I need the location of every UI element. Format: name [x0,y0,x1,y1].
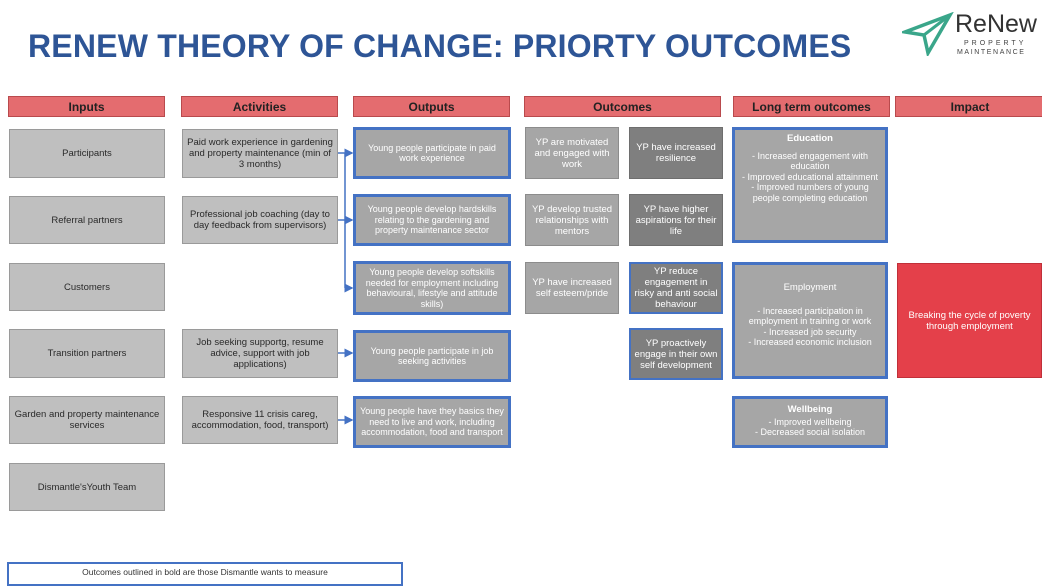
long-term-education-title: Education [787,133,833,144]
legend-note: Outcomes outlined in bold are those Dism… [7,562,403,586]
outcome-reduce-risky-behaviour: YP reduce engagement in risky and anti s… [629,262,723,314]
long-term-wellbeing-title: Wellbeing [787,404,833,415]
input-customers: Customers [9,263,165,311]
long-term-employment-item: - Increased job security [763,326,857,337]
activity-job-coaching: Professional job coaching (day to day fe… [182,196,338,244]
long-term-education-item: - Improved numbers of young people compl… [751,182,869,203]
logo-subtitle-2: MAINTENANCE [957,49,1026,56]
input-transition-partners: Transition partners [9,329,165,378]
page-title: RENEW THEORY OF CHANGE: PRIORTY OUTCOMES [28,28,852,64]
activity-crisis-care: Responsive 11 crisis careg, accommodatio… [182,396,338,444]
long-term-employment: Employment - Increased participation in … [732,262,888,379]
input-youth-team: Dismantle'sYouth Team [9,463,165,511]
activity-job-seeking-support: Job seeking supportg, resume advice, sup… [182,329,338,378]
input-referral-partners: Referral partners [9,196,165,244]
long-term-education-item: - Improved educational attainment [741,171,879,182]
logo-name: ReNew [955,10,1037,38]
renew-logo: ReNew PROPERTY MAINTENANCE [902,10,1037,62]
header-inputs: Inputs [8,96,165,117]
header-impact: Impact [895,96,1042,117]
logo-subtitle-1: PROPERTY [964,40,1027,47]
outcome-motivated-engaged: YP are motivated and engaged with work [525,127,619,179]
outcome-self-development: YP proactively engage in their own self … [629,328,723,380]
outcome-trusted-relationships: YP develop trusted relationships with me… [525,194,619,246]
input-participants: Participants [9,129,165,178]
outcome-higher-aspirations: YP have higher aspirations for their lif… [629,194,723,246]
header-outputs: Outputs [353,96,510,117]
outcome-resilience: YP have increased resilience [629,127,723,179]
long-term-employment-title: Employment [783,282,837,293]
paper-plane-icon [902,12,954,56]
output-job-seeking: Young people participate in job seeking … [353,330,511,382]
long-term-employment-item: - Increased economic inclusion [748,337,872,347]
output-hardskills: Young people develop hardskills relating… [353,194,511,246]
long-term-wellbeing-item: - Decreased social isolation [754,427,866,437]
output-softskills: Young people develop softskills needed f… [353,261,511,315]
output-basics: Young people have they basics they need … [353,396,511,448]
activity-paid-work-experience: Paid work experience in gardening and pr… [182,129,338,178]
input-garden-property-services: Garden and property maintenance services [9,396,165,444]
long-term-employment-item: - Increased participation in employment … [748,305,872,327]
long-term-wellbeing: Wellbeing - Improved wellbeing - Decreas… [732,396,888,448]
impact-box: Breaking the cycle of poverty through em… [897,263,1042,378]
long-term-education-item: - Increased engagement with education [751,150,869,172]
long-term-education: Education - Increased engagement with ed… [732,127,888,243]
long-term-wellbeing-item: - Improved wellbeing [768,416,852,427]
outcome-self-esteem: YP have increased self esteem/pride [525,262,619,314]
header-activities: Activities [181,96,338,117]
header-long-term-outcomes: Long term outcomes [733,96,890,117]
output-paid-work-experience: Young people participate in paid work ex… [353,127,511,179]
header-outcomes: Outcomes [524,96,721,117]
